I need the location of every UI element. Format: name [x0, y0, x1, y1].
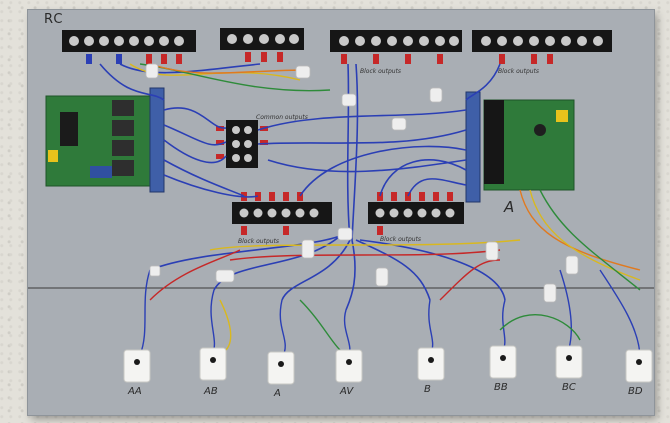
detector-label-8: BD — [628, 386, 643, 397]
caption-common-outputs: Common outputs — [256, 114, 308, 121]
terminal-strip-lower-left — [232, 192, 332, 235]
detector-label-3: A — [274, 388, 281, 399]
rc-label: RC — [44, 12, 64, 27]
terminal-strip-top-right — [472, 30, 612, 64]
ic-chip — [60, 112, 78, 146]
detector-label-2: AB — [204, 386, 218, 397]
connector-yellow-right — [556, 110, 568, 122]
left-circuit-board — [45, 87, 165, 193]
capacitor — [534, 124, 546, 136]
cable-clips — [145, 63, 579, 303]
relay-3 — [112, 140, 134, 156]
relay-bank-right — [484, 100, 504, 184]
terminal-strip-top-center — [330, 30, 462, 64]
caption-block-outputs-left: Block outputs — [238, 238, 280, 245]
detector-label-1: AA — [128, 386, 142, 397]
detector-sensor-holes — [134, 355, 642, 367]
caption-block-outputs-right: Block outputs — [380, 236, 422, 243]
ribbon-header-left — [149, 87, 165, 193]
detector-label-5: B — [424, 384, 431, 395]
connector-yellow — [48, 150, 58, 162]
detector-wire-pairs — [139, 269, 641, 359]
relay-1 — [112, 100, 134, 116]
relay-4 — [112, 160, 134, 176]
detector-label-4: AV — [340, 386, 354, 397]
gray-wiring-board — [28, 10, 654, 415]
detector-label-6: BB — [494, 382, 508, 393]
block-detectors — [123, 345, 653, 385]
caption-block-outputs-top-right: Block outputs — [498, 68, 540, 75]
ribbon-header-right — [465, 91, 481, 203]
terminal-strip-top-left — [62, 30, 196, 64]
terminal-strip-lower-right — [368, 192, 464, 235]
component-blue — [90, 166, 112, 178]
colored-wires — [129, 63, 641, 351]
relay-2 — [112, 120, 134, 136]
right-circuit-board — [465, 91, 575, 203]
caption-block-outputs-top: Block outputs — [360, 68, 402, 75]
pcb-label: A — [504, 198, 515, 216]
detector-label-7: BC — [562, 382, 576, 393]
terminal-strip-top-mid — [220, 28, 304, 62]
